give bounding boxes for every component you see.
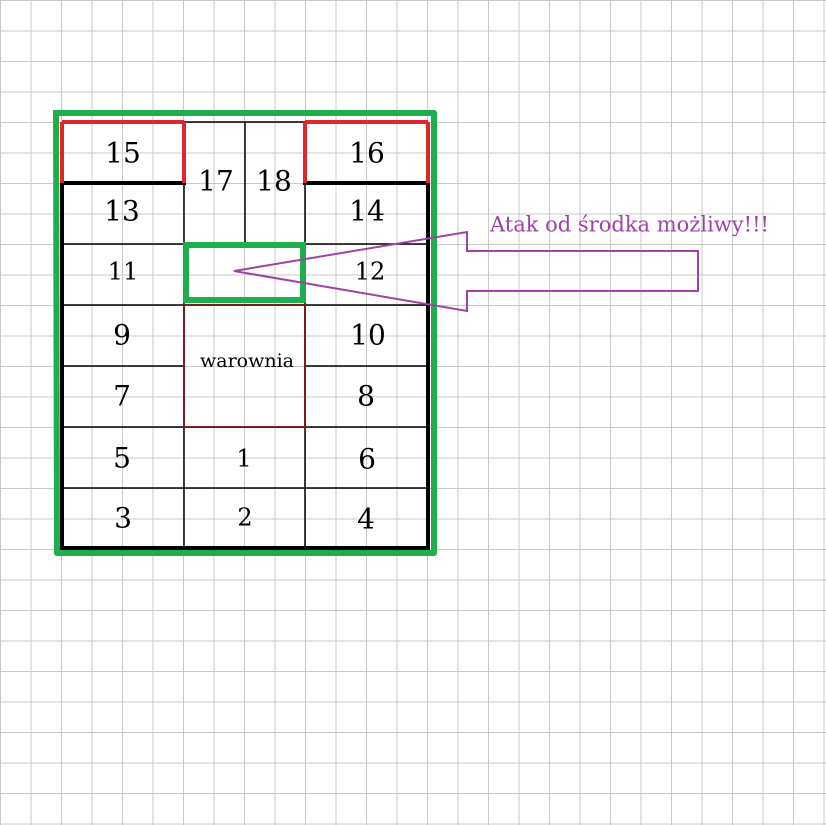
castle-walls (60, 181, 430, 550)
cell-9-label: 9 (113, 319, 131, 352)
cell-5-label: 5 (113, 442, 131, 475)
cell-18-label: 18 (256, 165, 292, 198)
cell-1-label: 1 (236, 445, 251, 473)
keep-border (183, 304, 306, 428)
cell-4-label: 4 (357, 503, 375, 536)
gate-marker (183, 242, 306, 303)
cell-17-label: 17 (198, 165, 234, 198)
cell-6-label: 6 (358, 443, 376, 476)
outer-green-border (53, 109, 437, 556)
cell-8-label: 8 (357, 380, 375, 413)
attack-arrow (233, 230, 699, 313)
cell-7-label: 7 (113, 380, 131, 413)
cell-16-label: 16 (349, 137, 385, 170)
cell-14-label: 14 (349, 195, 385, 228)
cell-13-label: 13 (104, 195, 140, 228)
cell-15-label: 15 (105, 137, 141, 170)
cell-3-label: 3 (114, 502, 132, 535)
cell-11-label: 11 (108, 258, 139, 286)
keep-label: warownia (200, 350, 294, 372)
attack-annotation: Atak od środka możliwy!!! (489, 213, 769, 237)
cell-12-label: 12 (355, 258, 386, 286)
top-towers-red (60, 120, 430, 183)
cell-10-label: 10 (350, 319, 386, 352)
cell-2-label: 2 (237, 504, 252, 532)
